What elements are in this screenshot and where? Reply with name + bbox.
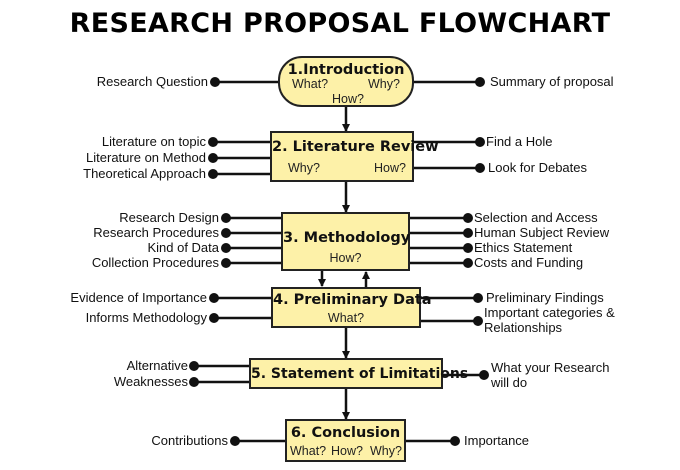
label-literature-on-topic: Literature on topic <box>101 134 206 149</box>
step-introduction: 1.Introduction What? Why? How? <box>278 56 414 107</box>
step-sub: What? <box>290 444 327 458</box>
step-sub: What? <box>292 77 329 91</box>
step-sub: Why? <box>288 161 320 175</box>
label-find-a-hole: Find a Hole <box>486 134 553 149</box>
label-research-design: Research Design <box>119 210 219 225</box>
step-methodology: 3. Methodology How? <box>281 212 410 271</box>
label-selection-and-access: Selection and Access <box>474 210 598 225</box>
label-literature-on-method: Literature on Method <box>86 150 206 165</box>
label-look-for-debates: Look for Debates <box>488 160 588 175</box>
step-statement-of-limitations: 5. Statement of Limitations <box>249 358 469 389</box>
label-preliminary-findings: Preliminary Findings <box>486 290 604 305</box>
label-costs-and-funding: Costs and Funding <box>474 255 584 270</box>
step-sub: How? <box>329 251 362 265</box>
step-sub: How? <box>331 444 363 458</box>
label-collection-procedures: Collection Procedures <box>91 255 219 270</box>
label-informs-methodology: Informs Methodology <box>85 310 207 325</box>
step-heading: 3. Methodology <box>283 230 411 246</box>
label-contributions: Contributions <box>151 433 228 448</box>
label-important-categories: Important categories & Relationships <box>484 305 615 335</box>
label-evidence-of-importance: Evidence of Importance <box>70 290 207 305</box>
step-heading: 5. Statement of Limitations <box>251 366 469 382</box>
chart-title: RESEARCH PROPOSAL FLOWCHART <box>69 8 611 39</box>
step-heading: 4. Preliminary Data <box>273 292 432 308</box>
label-summary-of-proposal: Summary of proposal <box>490 74 614 89</box>
step-sub: What? <box>327 311 365 325</box>
step-sub: Why? <box>368 77 400 91</box>
label-human-subject-review: Human Subject Review <box>474 225 610 240</box>
label-weaknesses: Weaknesses <box>113 374 188 389</box>
step-preliminary-data: 4. Preliminary Data What? <box>271 287 432 328</box>
label-research-question: Research Question <box>96 74 208 89</box>
step-sub: How? <box>332 92 364 106</box>
label-research-procedures: Research Procedures <box>93 225 219 240</box>
label-alternative: Alternative <box>126 358 188 373</box>
label-what-your-research-will-do: What your Research will do <box>491 360 610 390</box>
step-conclusion: 6. Conclusion What? How? Why? <box>285 419 406 462</box>
step-literature-review: 2. Literature Review Why? How? <box>270 131 439 182</box>
step-sub: How? <box>374 161 406 175</box>
step-heading: 1.Introduction <box>287 62 405 78</box>
label-kind-of-data: Kind of Data <box>147 240 219 255</box>
label-ethics-statement: Ethics Statement <box>474 240 573 255</box>
step-heading: 6. Conclusion <box>290 425 401 441</box>
step-heading: 2. Literature Review <box>272 139 439 155</box>
step-sub: Why? <box>370 444 402 458</box>
label-theoretical-approach: Theoretical Approach <box>83 166 206 181</box>
label-importance: Importance <box>464 433 530 448</box>
